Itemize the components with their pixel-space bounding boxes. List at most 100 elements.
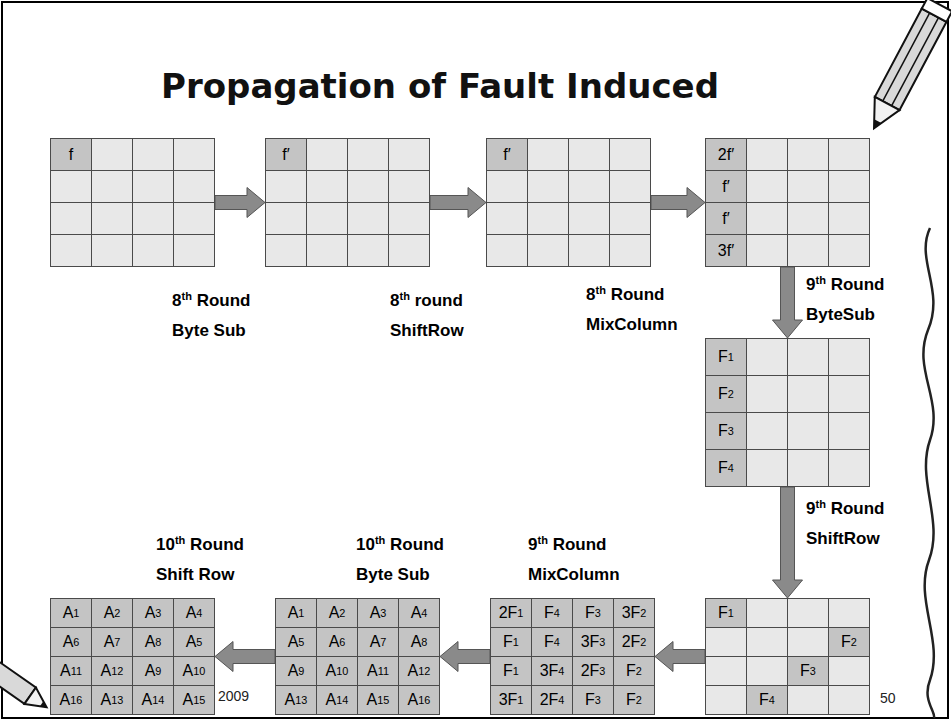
state-grid: f′ [486,138,651,267]
state-byte: F3 [572,598,614,628]
state-byte: f′ [265,138,307,171]
empty-byte [132,170,174,203]
state-byte: 2F3 [572,656,614,686]
superscript: th [815,274,825,286]
empty-byte [787,138,829,171]
state-byte: F3 [787,656,829,686]
empty-byte [828,202,870,235]
empty-byte [787,685,829,715]
state-grid: F1F2F3F4 [705,338,870,487]
state-byte: 3F3 [572,627,614,657]
state-byte: F1 [490,627,532,657]
state-byte: F2 [613,685,655,715]
date-note: 2009 [218,688,249,704]
empty-byte [828,138,870,171]
state-grid: F1F2F3F4 [705,598,870,715]
block-arrow [655,642,705,672]
state-byte: A5 [173,627,215,657]
empty-byte [50,170,92,203]
empty-byte [705,685,747,715]
state-byte: A3 [357,598,399,628]
empty-byte [746,138,788,171]
empty-byte [828,234,870,267]
empty-byte [486,202,528,235]
state-byte: 3F4 [531,656,573,686]
state-byte: A1 [275,598,317,628]
pencil-bottom [0,653,52,715]
empty-byte [828,412,870,450]
step-label: 9th Round ByteSub [806,270,924,330]
state-byte: A13 [275,685,317,715]
state-byte: 2F1 [490,598,532,628]
state-byte: A5 [275,627,317,657]
state-byte: F4 [746,685,788,715]
empty-byte [568,170,610,203]
slide-title: Propagation of Fault Induced [80,66,800,106]
empty-byte [347,170,389,203]
page-number: 50 [880,690,896,706]
state-byte: A14 [132,685,174,715]
state-byte: f′ [705,170,747,203]
empty-byte [746,412,788,450]
state-byte: F1 [705,338,747,376]
empty-byte [787,598,829,628]
empty-byte [705,627,747,657]
block-arrow [430,188,486,218]
state-grid: A1A2A3A4A6A7A8A5A11A12A9A10A16A13A14A15 [50,598,215,715]
state-byte: A7 [91,627,133,657]
empty-byte [486,234,528,267]
empty-byte [265,202,307,235]
state-byte: A14 [316,685,358,715]
empty-byte [705,656,747,686]
empty-byte [828,685,870,715]
step-label: 8th Round Byte Sub [172,286,290,346]
state-byte: A4 [398,598,440,628]
state-byte: F1 [705,598,747,628]
block-arrow [215,188,265,218]
block-arrow [440,642,490,672]
empty-byte [609,138,651,171]
state-byte: F2 [705,375,747,413]
empty-byte [306,138,348,171]
state-byte: A8 [132,627,174,657]
state-byte: 2f′ [705,138,747,171]
empty-byte [609,202,651,235]
state-byte: F3 [705,412,747,450]
state-grid: f′ [265,138,430,267]
empty-byte [91,170,133,203]
empty-byte [173,138,215,171]
state-byte: F2 [613,656,655,686]
empty-byte [828,375,870,413]
state-byte: 3f′ [705,234,747,267]
empty-byte [746,375,788,413]
empty-byte [173,202,215,235]
state-byte: A2 [91,598,133,628]
empty-byte [746,598,788,628]
empty-byte [787,234,829,267]
state-byte: A9 [275,656,317,686]
state-byte: F4 [531,627,573,657]
step-label: 9th Round ShiftRow [806,494,924,554]
state-byte: A7 [357,627,399,657]
empty-byte [828,170,870,203]
empty-byte [787,338,829,376]
superscript: th [399,290,409,302]
step-label: 10th Round Shift Row [156,530,274,590]
state-byte: A13 [91,685,133,715]
empty-byte [388,202,430,235]
empty-byte [746,202,788,235]
empty-byte [568,202,610,235]
state-byte: A6 [316,627,358,657]
empty-byte [306,234,348,267]
state-byte: A15 [357,685,399,715]
empty-byte [347,202,389,235]
block-arrow [773,487,803,598]
block-arrow [215,642,275,672]
state-byte: A15 [173,685,215,715]
empty-byte [828,656,870,686]
empty-byte [91,138,133,171]
empty-byte [527,138,569,171]
empty-byte [828,449,870,487]
empty-byte [828,598,870,628]
empty-byte [91,202,133,235]
